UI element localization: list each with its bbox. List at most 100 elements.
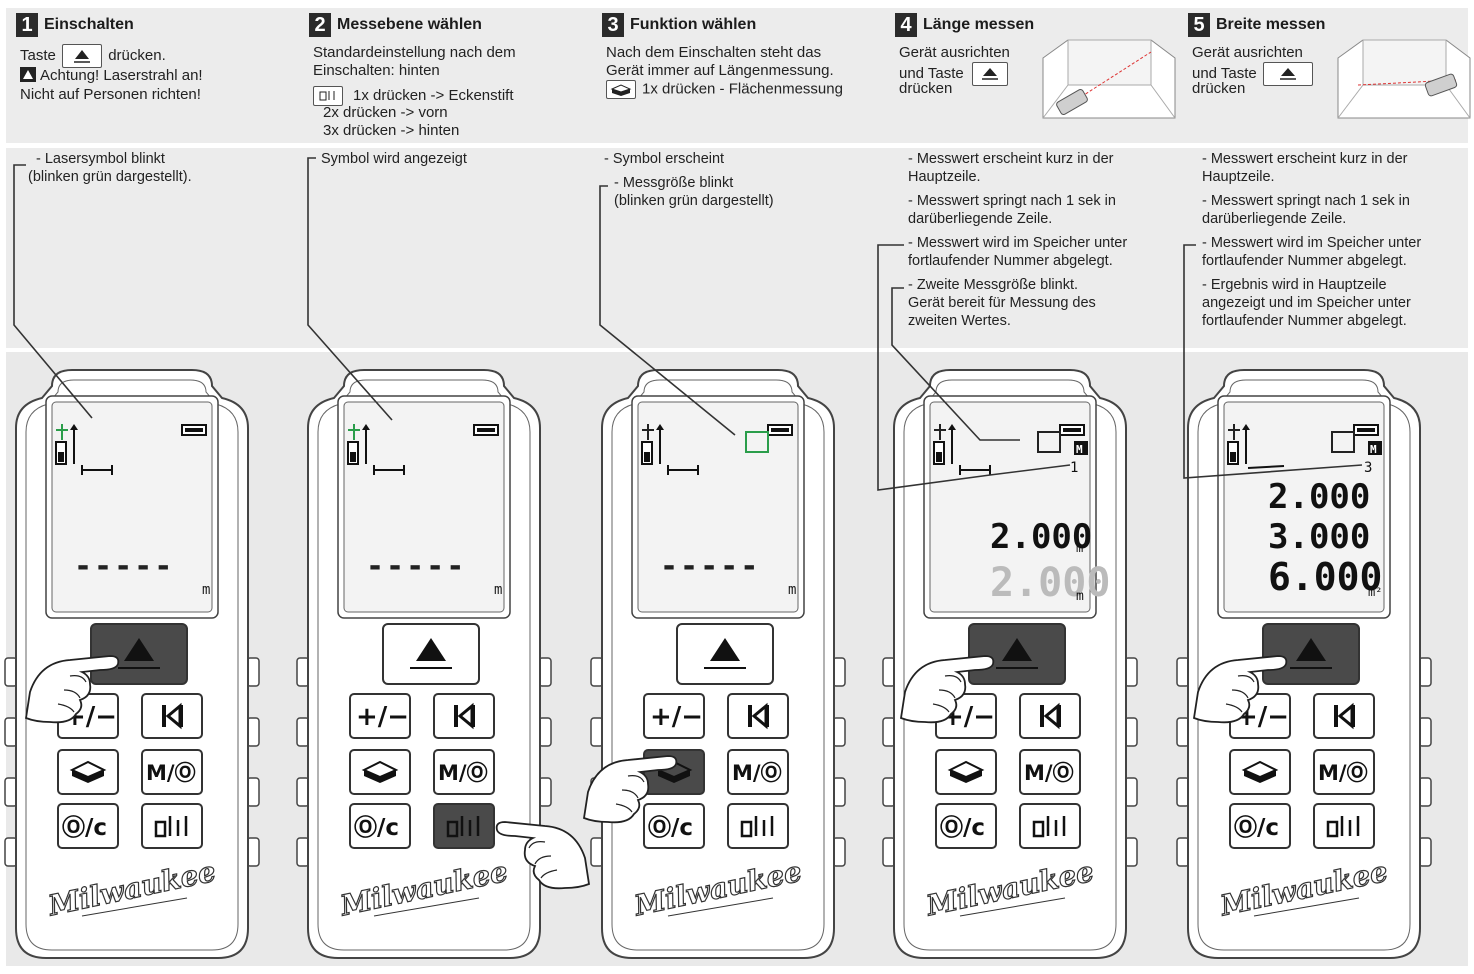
key-frame bbox=[643, 749, 705, 795]
note-line: darüberliegende Zeile. bbox=[1202, 211, 1347, 227]
description-band: - Lasersymbol blinkt (blinken grün darge… bbox=[6, 148, 1468, 348]
note-line: fortlaufender Nummer abgelegt. bbox=[1202, 313, 1407, 329]
note-line: - Messwert wird im Speicher unter bbox=[908, 235, 1128, 251]
ref-key[interactable] bbox=[727, 693, 789, 739]
area-key[interactable] bbox=[1229, 749, 1291, 795]
ref-key[interactable] bbox=[1313, 693, 1375, 739]
memory-badge-label: M bbox=[1370, 443, 1377, 456]
plane-key[interactable] bbox=[727, 803, 789, 849]
step-number: 2 bbox=[309, 13, 331, 37]
note-line: Gerät bereit für Messung des bbox=[908, 295, 1096, 311]
ref-key[interactable] bbox=[1019, 693, 1081, 739]
plus-key[interactable]: +/− bbox=[935, 693, 997, 739]
pwr-key[interactable]: Ⓞ/c bbox=[1229, 803, 1291, 849]
instruction-header-band: 1 Einschalten Taste drücken. Achtung! La… bbox=[6, 8, 1471, 143]
laser-symbol-icon bbox=[1227, 424, 1250, 465]
plus-key[interactable]: +/− bbox=[57, 693, 119, 739]
keypad: +/− M/Ⓞ Ⓞ/c bbox=[349, 693, 495, 849]
note-line: Hauptzeile. bbox=[1202, 169, 1275, 185]
power-clear-label: Ⓞ/c bbox=[1234, 814, 1279, 841]
pwr-key[interactable]: Ⓞ/c bbox=[935, 803, 997, 849]
measure-key-icon bbox=[62, 44, 103, 68]
pwr-key[interactable]: Ⓞ/c bbox=[57, 803, 119, 849]
ref-key[interactable] bbox=[141, 693, 203, 739]
warning-icon bbox=[20, 67, 36, 82]
plus-minus-label: +/− bbox=[356, 702, 409, 732]
pwr-key[interactable]: Ⓞ/c bbox=[643, 803, 705, 849]
area-icon bbox=[1241, 760, 1279, 783]
key-frame bbox=[349, 693, 411, 739]
length-mode-icon bbox=[667, 465, 699, 475]
power-clear-label: Ⓞ/c bbox=[354, 814, 399, 841]
text-line: drücken. bbox=[108, 46, 166, 64]
plus-minus-label: +/− bbox=[1236, 702, 1289, 732]
mem-key[interactable]: M/Ⓞ bbox=[1019, 749, 1081, 795]
measure-key-icon bbox=[1262, 62, 1313, 86]
reference-edge-icon bbox=[1040, 702, 1061, 730]
power-clear-label: Ⓞ/c bbox=[940, 814, 985, 841]
key-frame bbox=[433, 749, 495, 795]
room-length-illustration bbox=[1042, 39, 1176, 119]
battery-icon bbox=[1059, 424, 1085, 436]
area-key[interactable] bbox=[349, 749, 411, 795]
power-clear-label: Ⓞ/c bbox=[648, 814, 693, 841]
laser-measure-device: -----m +/−M/ⓄⓄ/c Milwaukee bbox=[296, 369, 552, 959]
unit-label: m bbox=[788, 582, 796, 598]
memory-key-label: M/Ⓞ bbox=[438, 761, 488, 785]
pwr-key[interactable]: Ⓞ/c bbox=[349, 803, 411, 849]
text-line: Nicht auf Personen richten! bbox=[20, 86, 201, 103]
note-line: (blinken grün dargestellt). bbox=[28, 169, 192, 185]
upper-reading: 2.000 bbox=[1268, 477, 1370, 517]
step-5-header: 5 Breite messen Gerät ausrichten und Tas… bbox=[1188, 8, 1474, 143]
key-frame bbox=[433, 803, 495, 849]
text-line: 2x drücken -> vorn bbox=[323, 104, 448, 121]
measure-plane-icon bbox=[1326, 816, 1360, 838]
plane-key[interactable] bbox=[1019, 803, 1081, 849]
plane-key[interactable] bbox=[141, 803, 203, 849]
upper-unit: m bbox=[1076, 541, 1083, 555]
key-frame bbox=[1019, 693, 1081, 739]
plus-key[interactable]: +/− bbox=[1229, 693, 1291, 739]
note-line: zweiten Wertes. bbox=[908, 313, 1011, 329]
note-line: fortlaufender Nummer abgelegt. bbox=[1202, 253, 1407, 269]
reference-edge-icon bbox=[454, 702, 475, 730]
memory-badge-icon: M bbox=[1368, 441, 1382, 456]
plus-key[interactable]: +/− bbox=[643, 693, 705, 739]
mem-key[interactable]: M/Ⓞ bbox=[1313, 749, 1375, 795]
step-number: 5 bbox=[1188, 13, 1210, 37]
note-line: darüberliegende Zeile. bbox=[908, 211, 1053, 227]
laser-symbol-icon bbox=[347, 424, 370, 465]
text-line: Achtung! Laserstrahl an! bbox=[40, 67, 203, 84]
memory-counter: 1 bbox=[1070, 460, 1078, 476]
ref-key[interactable] bbox=[433, 693, 495, 739]
key-frame bbox=[1019, 749, 1081, 795]
note-line: - Zweite Messgröße blinkt. bbox=[908, 277, 1079, 293]
mem-key[interactable]: M/Ⓞ bbox=[433, 749, 495, 795]
memory-key-label: M/Ⓞ bbox=[1318, 761, 1368, 785]
text-line: Gerät ausrichten bbox=[1192, 44, 1303, 61]
mem-key[interactable]: M/Ⓞ bbox=[141, 749, 203, 795]
plane-key[interactable] bbox=[1313, 803, 1375, 849]
text-line: und Taste bbox=[899, 64, 964, 82]
mem-key[interactable]: M/Ⓞ bbox=[727, 749, 789, 795]
note-line: - Lasersymbol blinkt bbox=[36, 151, 165, 167]
plus-minus-label: +/− bbox=[64, 702, 117, 732]
step-title: Messebene wählen bbox=[337, 16, 482, 33]
key-frame bbox=[141, 693, 203, 739]
plane-key[interactable] bbox=[433, 803, 495, 849]
measure-plane-icon bbox=[740, 816, 774, 838]
area-key[interactable] bbox=[935, 749, 997, 795]
step-title: Einschalten bbox=[44, 16, 134, 33]
key-frame bbox=[1313, 803, 1375, 849]
text-line: Standardeinstellung nach dem bbox=[313, 44, 516, 61]
laser-symbol-icon bbox=[933, 424, 956, 465]
note-line: - Messwert springt nach 1 sek in bbox=[1202, 193, 1410, 209]
area-key[interactable] bbox=[57, 749, 119, 795]
plus-key[interactable]: +/− bbox=[349, 693, 411, 739]
memory-badge-label: M bbox=[1076, 443, 1083, 456]
area-key[interactable] bbox=[643, 749, 705, 795]
key-frame bbox=[727, 693, 789, 739]
